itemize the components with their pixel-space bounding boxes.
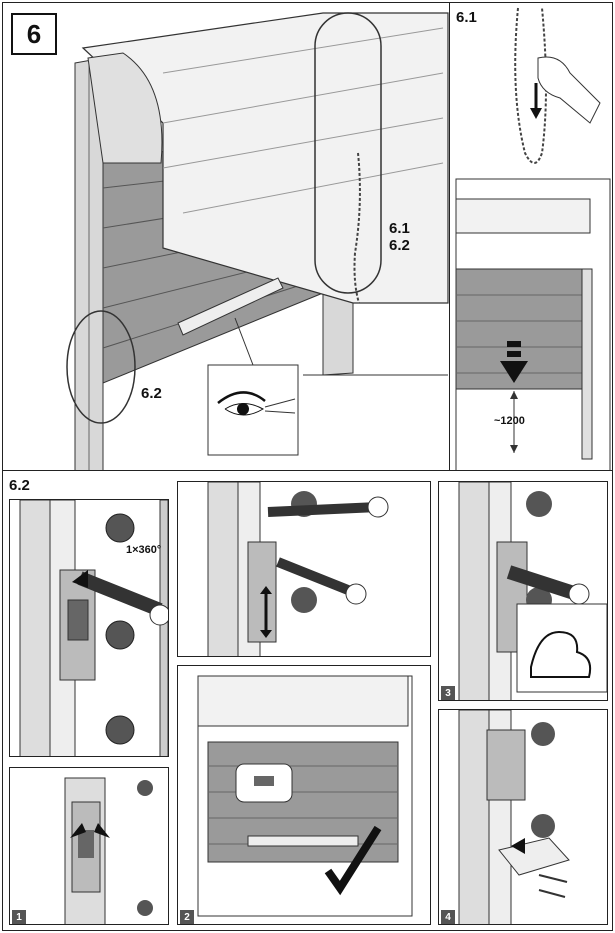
chain-pull-panel: 6.1 ~1200 (449, 2, 613, 471)
chain-and-door-drawing (455, 7, 611, 470)
loosen-bracket-panel: 1×360° (9, 499, 169, 757)
section-label-6-2: 6.2 (9, 477, 30, 494)
rotation-label: 1×360° (126, 544, 162, 556)
sub-step-3-panel: 3 (438, 481, 608, 701)
sub-step-4-panel: 4 (438, 709, 608, 925)
callout-label-6-2: 6.2 (389, 237, 410, 254)
sub-step-2-panel: 2 (177, 665, 431, 925)
callout-label-6-2-left: 6.2 (141, 385, 162, 402)
adjustment-section: 6.2 1×360° 1 (2, 470, 613, 931)
sub-step-number: 2 (180, 910, 194, 924)
sub-step-1-panel: 1 (9, 767, 169, 925)
sub-step-number: 4 (441, 910, 455, 924)
section-label-6-1: 6.1 (456, 9, 477, 26)
main-illustration-panel: 6 (2, 2, 450, 471)
callout-label-6-1: 6.1 (389, 220, 410, 237)
sub-step-number: 1 (12, 910, 26, 924)
door-drawing (66, 12, 449, 470)
measurement-label: ~1200 (494, 415, 525, 427)
wrench-adjust-panel (177, 481, 431, 657)
step-number-box: 6 (11, 13, 57, 55)
sub-step-number: 3 (441, 686, 455, 700)
